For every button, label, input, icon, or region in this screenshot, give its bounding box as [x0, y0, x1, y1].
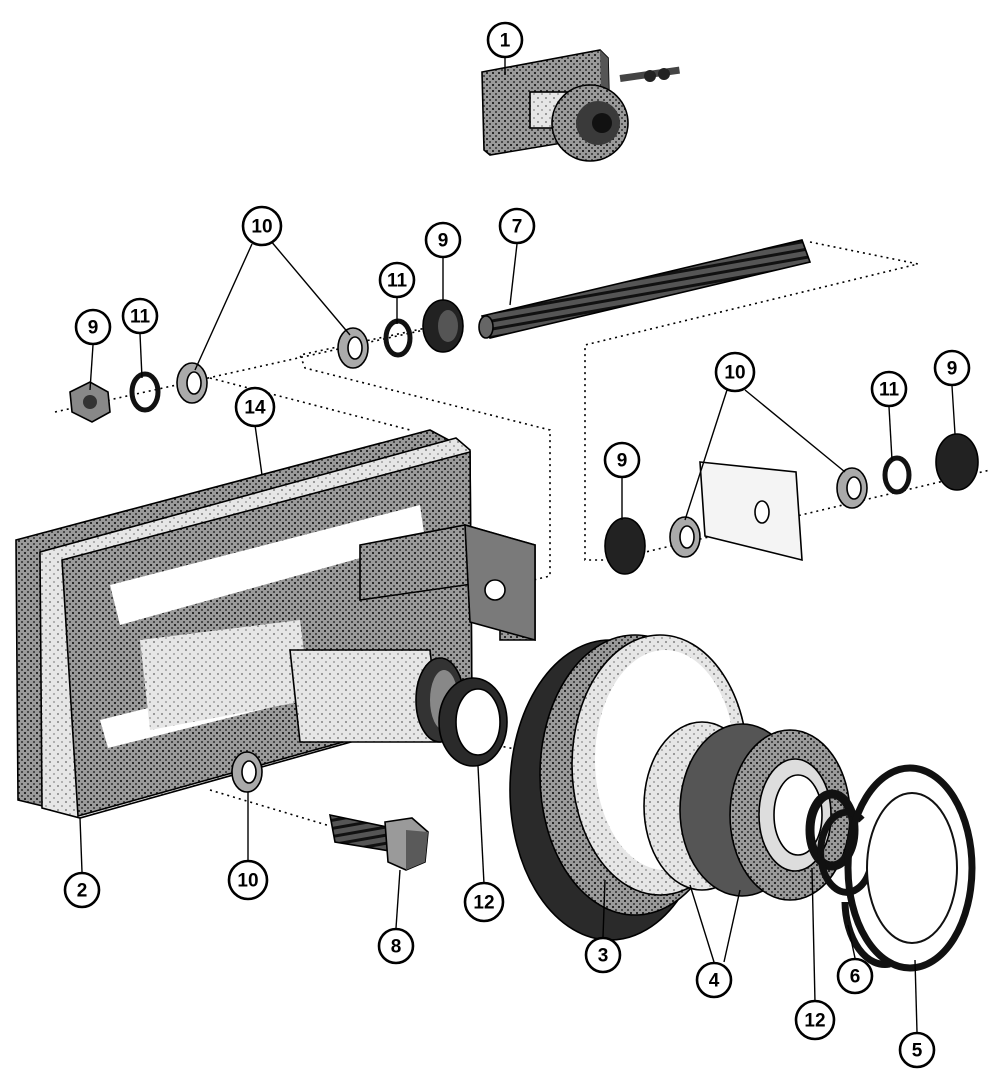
svg-text:8: 8 [391, 937, 402, 958]
callout-9-right: 9 [933, 349, 971, 387]
svg-text:9: 9 [617, 451, 628, 472]
callout-10-top: 10 [241, 205, 283, 247]
callout-10-right: 10 [714, 351, 756, 393]
callout-8: 8 [377, 927, 415, 965]
svg-text:14: 14 [244, 398, 266, 419]
callout-10-bottom: 10 [227, 859, 269, 901]
svg-text:10: 10 [237, 871, 258, 892]
callout-14: 14 [234, 386, 276, 428]
svg-text:12: 12 [473, 893, 494, 914]
svg-text:11: 11 [879, 380, 900, 401]
bearing-assembly [643, 721, 851, 901]
hardware-right-stack [604, 433, 979, 575]
callout-5: 5 [898, 1031, 936, 1069]
assembled-view-thumbnail [481, 49, 680, 162]
callout-9-mid: 9 [603, 441, 641, 479]
svg-text:4: 4 [709, 971, 720, 992]
svg-text:10: 10 [251, 217, 272, 238]
callout-7: 7 [498, 207, 536, 245]
callout-9-left: 9 [74, 308, 112, 346]
callout-11-right: 11 [870, 370, 908, 408]
leader-lines [79, 55, 956, 1033]
svg-text:12: 12 [804, 1011, 825, 1032]
callout-12-right: 12 [794, 999, 836, 1041]
mounting-plate [15, 429, 536, 819]
svg-text:2: 2 [77, 881, 88, 902]
svg-text:9: 9 [438, 231, 449, 252]
callout-4: 4 [695, 961, 733, 999]
hardware-top-stack [337, 299, 464, 369]
callout-11-left: 11 [121, 297, 159, 335]
washer-10-bottom [231, 751, 263, 793]
ring-12-left [438, 677, 508, 767]
svg-text:6: 6 [850, 967, 861, 988]
callout-11-top: 11 [378, 261, 416, 299]
threaded-rod [478, 239, 812, 339]
hex-bolt [328, 813, 429, 871]
svg-text:7: 7 [512, 217, 523, 238]
callout-1: 1 [486, 21, 524, 59]
callout-2: 2 [63, 871, 101, 909]
svg-text:5: 5 [912, 1041, 923, 1062]
svg-text:11: 11 [387, 271, 408, 292]
svg-text:9: 9 [88, 318, 99, 339]
svg-text:11: 11 [130, 307, 151, 328]
svg-text:10: 10 [724, 363, 745, 384]
callout-12-left: 12 [463, 881, 505, 923]
callout-6: 6 [836, 957, 874, 995]
callout-3: 3 [584, 936, 622, 974]
hardware-left-stack [69, 362, 208, 423]
retaining-ring-5 [841, 764, 976, 972]
callout-9-top: 9 [424, 221, 462, 259]
assembly-center-lines [54, 241, 991, 827]
svg-text:9: 9 [947, 359, 958, 380]
svg-text:3: 3 [598, 946, 609, 967]
svg-text:1: 1 [500, 31, 511, 52]
snap-ring-6 [817, 808, 874, 896]
